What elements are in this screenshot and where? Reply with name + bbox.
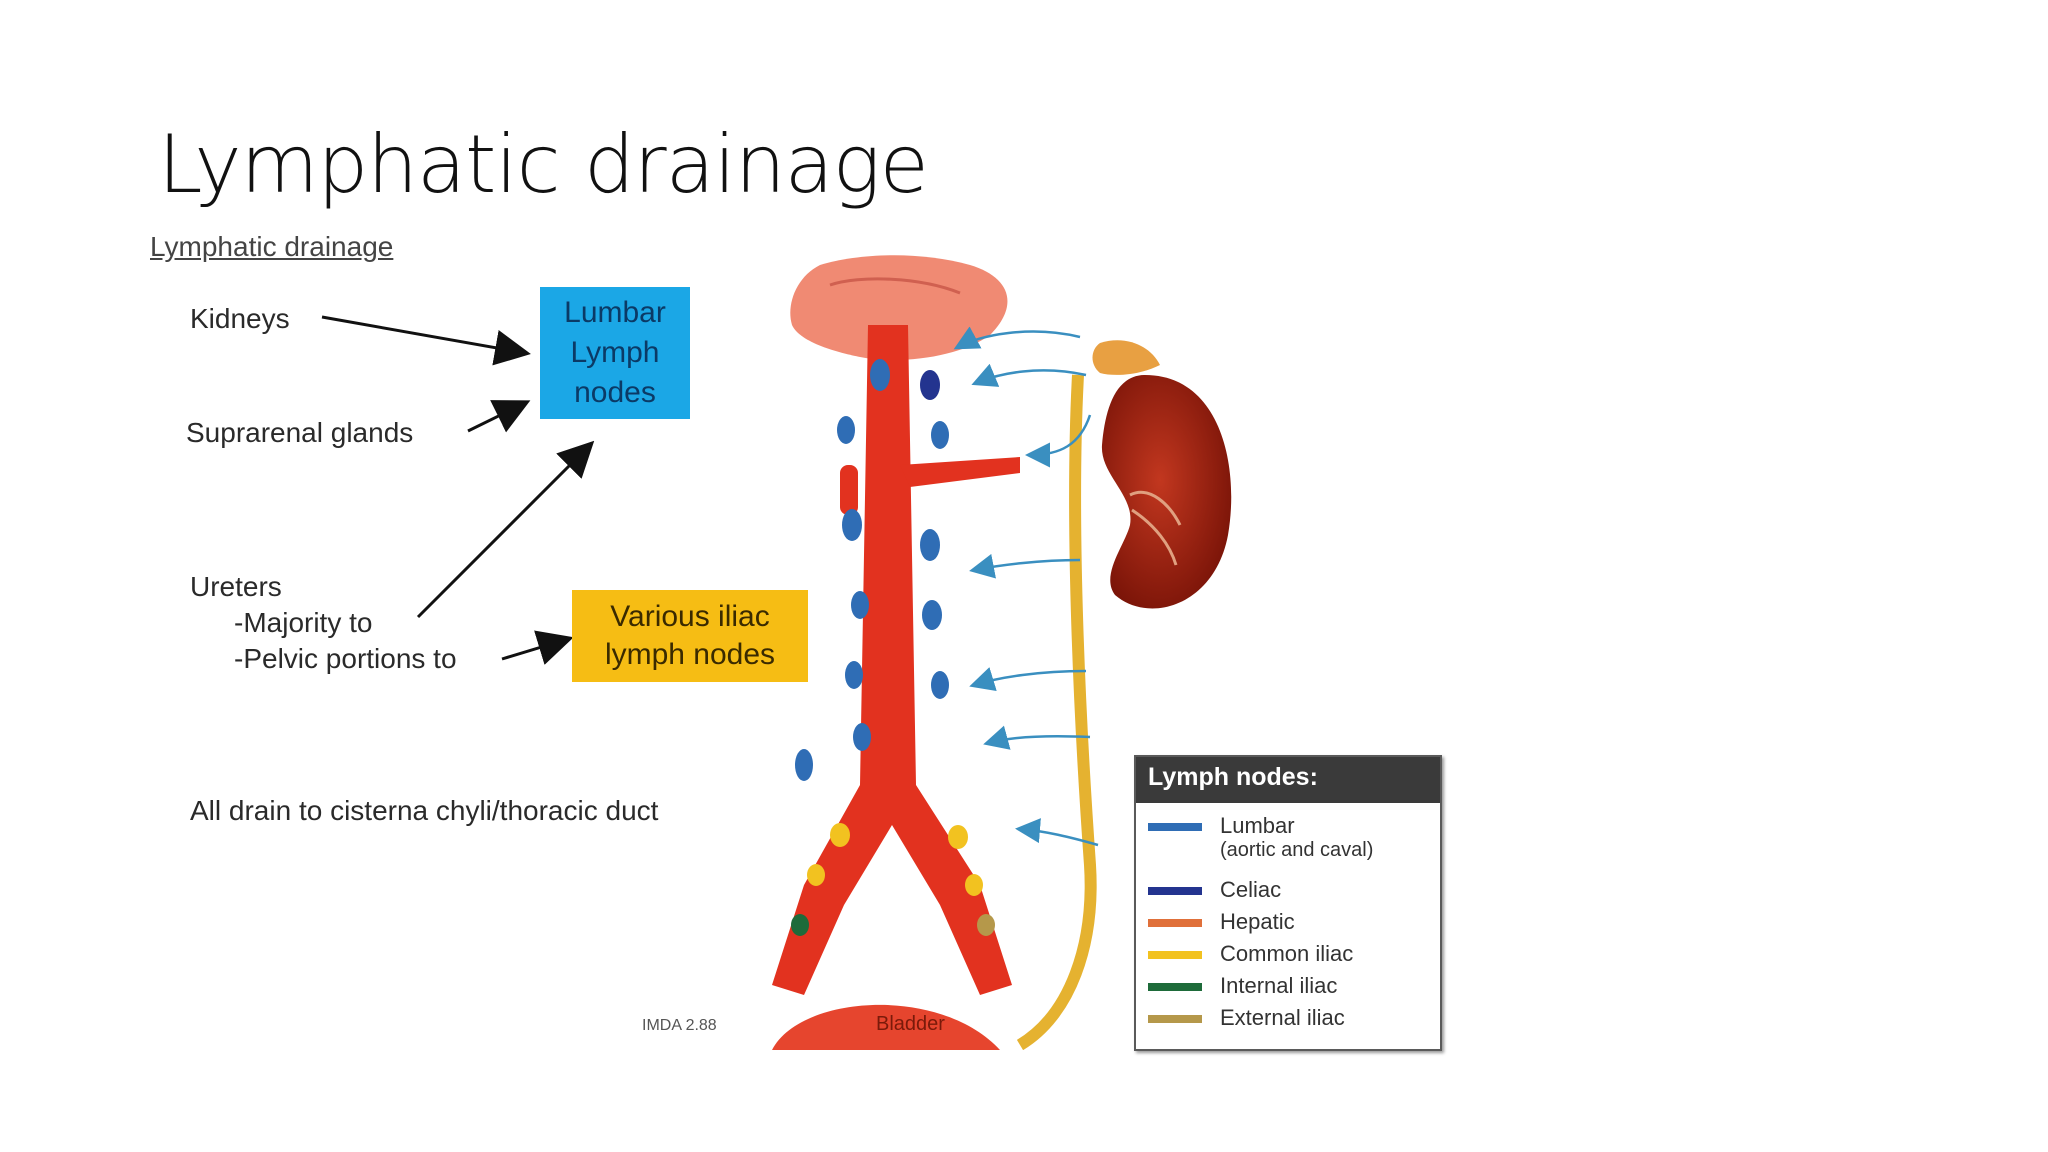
anatomy-illustration	[321, 255, 1232, 1050]
bladder-label: Bladder	[876, 1013, 945, 1035]
legend-label: Celiac	[1220, 877, 1282, 902]
legend-label: Internal iliac	[1220, 973, 1338, 998]
lumbar-box-line: Lumbar	[564, 296, 666, 329]
figure-heading: Lymphatic drainage	[150, 231, 394, 262]
lymph-nodes-legend: Lymph nodes: Lumbar (aortic and caval) C…	[1134, 755, 1442, 1051]
iliac-lymph-nodes-box: Various iliac lymph nodes	[572, 590, 808, 682]
label-pelvic-portions: -Pelvic portions to	[234, 643, 457, 674]
ureter	[1016, 374, 1097, 1050]
legend-swatch	[1148, 1015, 1202, 1023]
bladder-shape	[772, 1004, 1000, 1050]
kidney-shape	[1101, 375, 1232, 609]
aorta	[772, 325, 1020, 995]
legend-swatch	[1148, 983, 1202, 991]
lymph-nodes	[791, 359, 995, 936]
legend-sublabel: (aortic and caval)	[1220, 839, 1374, 861]
label-ureters: Ureters	[190, 571, 282, 602]
legend-swatch	[1148, 823, 1202, 831]
legend-label: Hepatic	[1220, 909, 1295, 934]
legend-label: External iliac	[1220, 1005, 1345, 1030]
label-majority: -Majority to	[234, 607, 373, 638]
legend-swatch	[1148, 951, 1202, 959]
legend-title: Lymph nodes:	[1136, 757, 1440, 803]
label-kidneys: Kidneys	[190, 303, 290, 334]
figure-credit: IMDA 2.88	[642, 1017, 717, 1034]
pointer-arrows	[321, 315, 595, 665]
legend-label: Common iliac	[1220, 941, 1354, 966]
lumbar-box-line: Lymph	[570, 336, 660, 369]
legend-swatch	[1148, 887, 1202, 895]
label-suprarenal-glands: Suprarenal glands	[186, 417, 414, 448]
lymphatic-drainage-figure: Lymphatic drainage Kidneys Suprarenal gl…	[140, 225, 1460, 1051]
diaphragm-shape	[790, 255, 1008, 361]
adrenal-gland	[1092, 340, 1160, 375]
label-all-drain: All drain to cisterna chyli/thoracic duc…	[190, 795, 659, 826]
lumbar-box-line: nodes	[574, 376, 656, 409]
legend-swatch	[1148, 919, 1202, 927]
iliac-box-line: lymph nodes	[604, 638, 776, 671]
iliac-box-line: Various iliac	[610, 600, 770, 633]
legend-label: Lumbar	[1220, 813, 1295, 838]
lumbar-lymph-nodes-box: Lumbar Lymph nodes	[540, 287, 690, 419]
slide-title: Lymphatic drainage	[158, 118, 929, 211]
lymph-flow-arrows	[953, 326, 1099, 847]
